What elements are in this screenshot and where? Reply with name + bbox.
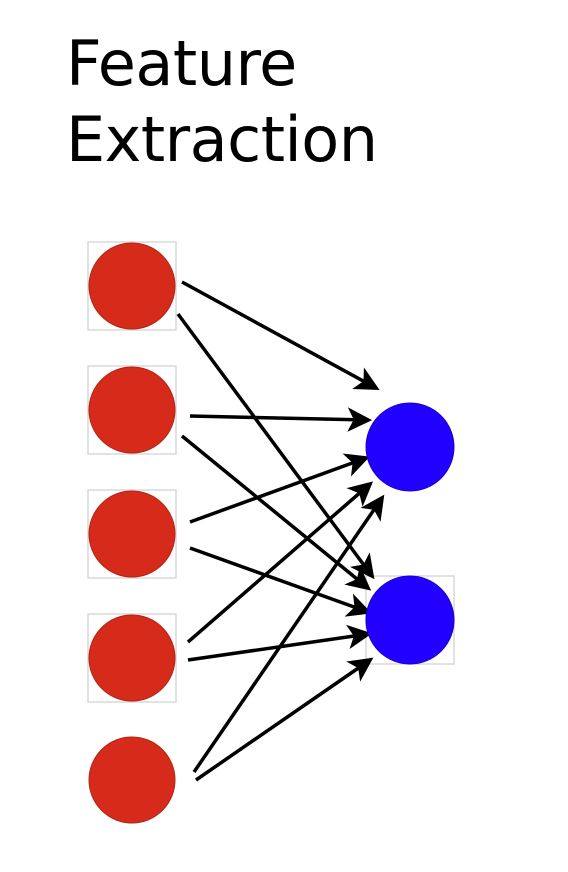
edge-1-to-b: [176, 312, 375, 580]
edge-1-to-a: [181, 280, 380, 390]
edge-2-to-a: [189, 407, 373, 432]
input-node-3: [88, 490, 176, 578]
input-node-2-frame: [87, 365, 177, 455]
edges: [176, 280, 385, 782]
output-layer: [365, 402, 455, 665]
input-node-5: [88, 736, 176, 824]
edge-5-to-b: [195, 657, 374, 782]
edge-3-to-b: [189, 546, 372, 617]
input-node-4-frame: [87, 613, 177, 703]
input-node-4: [88, 614, 176, 702]
edge-4-to-a: [186, 481, 374, 644]
edge-5-to-a: [192, 494, 385, 773]
input-node-1: [88, 242, 176, 330]
input-node-1-frame: [87, 241, 177, 331]
title-line-1: Feature: [66, 27, 297, 100]
output-node-2: [365, 575, 455, 665]
edge-3-to-a: [189, 453, 370, 524]
diagram-title: Feature Extraction: [66, 26, 378, 178]
title-line-2: Extraction: [66, 103, 378, 176]
output-node-1: [365, 402, 455, 492]
input-layer: [88, 242, 176, 824]
input-node-2: [88, 366, 176, 454]
input-node-3-frame: [87, 489, 177, 579]
